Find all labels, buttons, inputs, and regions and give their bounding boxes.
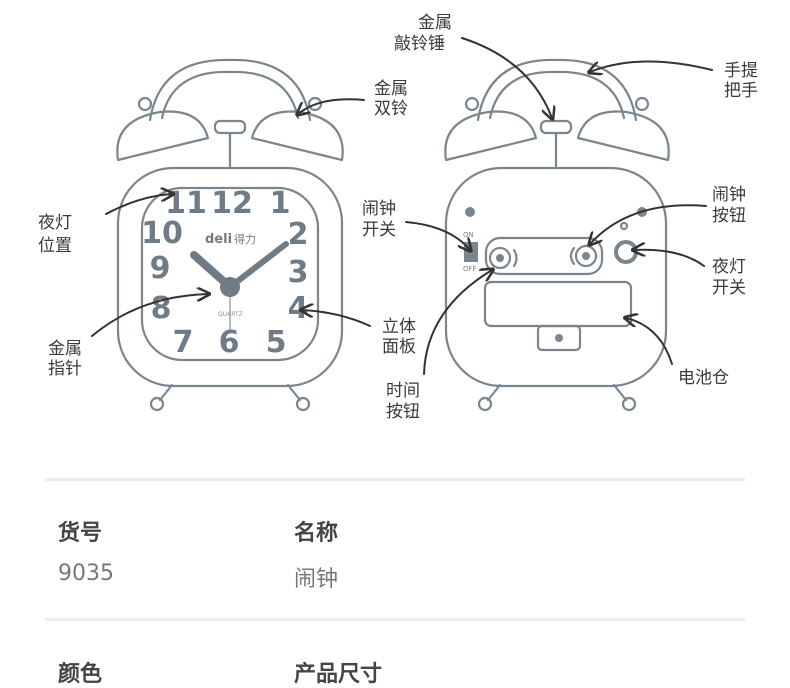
left-bell	[116, 110, 210, 162]
dial-numeral: 10	[141, 216, 183, 251]
dial-numeral: 3	[288, 255, 309, 290]
dial-numeral: 4	[288, 291, 309, 326]
spec-value: 9035	[58, 561, 114, 586]
callout-metal-hands-1: 金属	[48, 339, 82, 359]
switch-on-label: ON	[463, 231, 474, 239]
dial-panel	[140, 186, 320, 362]
dial-numeral: 7	[173, 325, 194, 360]
callout-alarm-switch-1: 闹钟	[362, 199, 396, 219]
callout-dial-panel-1: 立体	[382, 317, 416, 337]
battery-compartment	[483, 280, 633, 328]
spec-label: 名称	[294, 521, 339, 546]
dial-numeral: 5	[266, 325, 287, 360]
callout-night-light-pos-1: 夜灯	[38, 213, 72, 233]
callout-labels: 金属 敲铃锤 手提 把手 金属 双铃 夜灯 位置 闹钟 开关 闹钟 按钮 夜灯 …	[38, 13, 758, 422]
minute-hand	[227, 241, 289, 290]
spec-label: 货号	[58, 521, 103, 546]
callout-time-button-2: 按钮	[386, 402, 420, 422]
callout-arrows	[91, 37, 713, 375]
callout-alarm-switch-2: 开关	[362, 220, 396, 240]
callout-alarm-button-2: 按钮	[712, 206, 746, 226]
callout-metal-hammer-2: 敲铃锤	[394, 34, 445, 54]
alarm-knob[interactable]	[574, 244, 598, 268]
back-body	[444, 166, 668, 388]
callout-time-button-1: 时间	[386, 381, 420, 401]
spec-value: 闹钟	[294, 567, 339, 592]
spec-color: 颜色	[58, 656, 102, 688]
night-light-button[interactable]	[614, 240, 638, 264]
dial-numeral: 1	[270, 186, 291, 221]
time-knob[interactable]	[488, 246, 512, 270]
dial-numeral: 8	[151, 291, 172, 326]
dial-numeral: 11	[165, 186, 207, 221]
brand-logo-cn: 得力	[234, 233, 256, 246]
spec-name: 名称 闹钟	[294, 515, 338, 593]
dial-numeral: 2	[288, 217, 309, 252]
back-clock: ON OFF	[444, 58, 670, 412]
spec-item-number: 货号 9035	[58, 515, 114, 586]
night-light-dot	[465, 207, 475, 217]
callout-handle-2: 把手	[724, 81, 758, 101]
callout-metal-hammer-1: 金属	[418, 13, 452, 33]
switch-off-label: OFF	[463, 265, 477, 273]
callout-metal-hands-2: 指针	[48, 359, 82, 379]
callout-dial-panel-2: 面板	[382, 337, 416, 357]
callout-alarm-button-1: 闹钟	[712, 185, 746, 205]
callout-night-light-pos-2: 位置	[38, 236, 72, 256]
brand-logo: deli	[205, 232, 232, 247]
dial-numeral: 6	[219, 325, 240, 360]
center-cap	[220, 277, 240, 297]
callout-night-light-switch-2: 开关	[712, 278, 746, 298]
callout-metal-bells-2: 双铃	[374, 99, 408, 119]
callout-battery: 电池仓	[678, 368, 729, 388]
spec-product-size: 产品尺寸	[294, 656, 382, 688]
spec-label: 颜色	[58, 662, 103, 687]
divider-top	[45, 478, 745, 481]
callout-night-light-switch-1: 夜灯	[712, 257, 746, 277]
divider-middle	[45, 618, 745, 621]
dial-numeral: 9	[150, 251, 171, 286]
callout-handle-1: 手提	[724, 61, 758, 81]
spec-label: 产品尺寸	[294, 662, 383, 687]
callout-metal-bells-1: 金属	[374, 79, 408, 99]
dial-numeral: 12	[211, 186, 253, 221]
front-body	[116, 166, 344, 388]
